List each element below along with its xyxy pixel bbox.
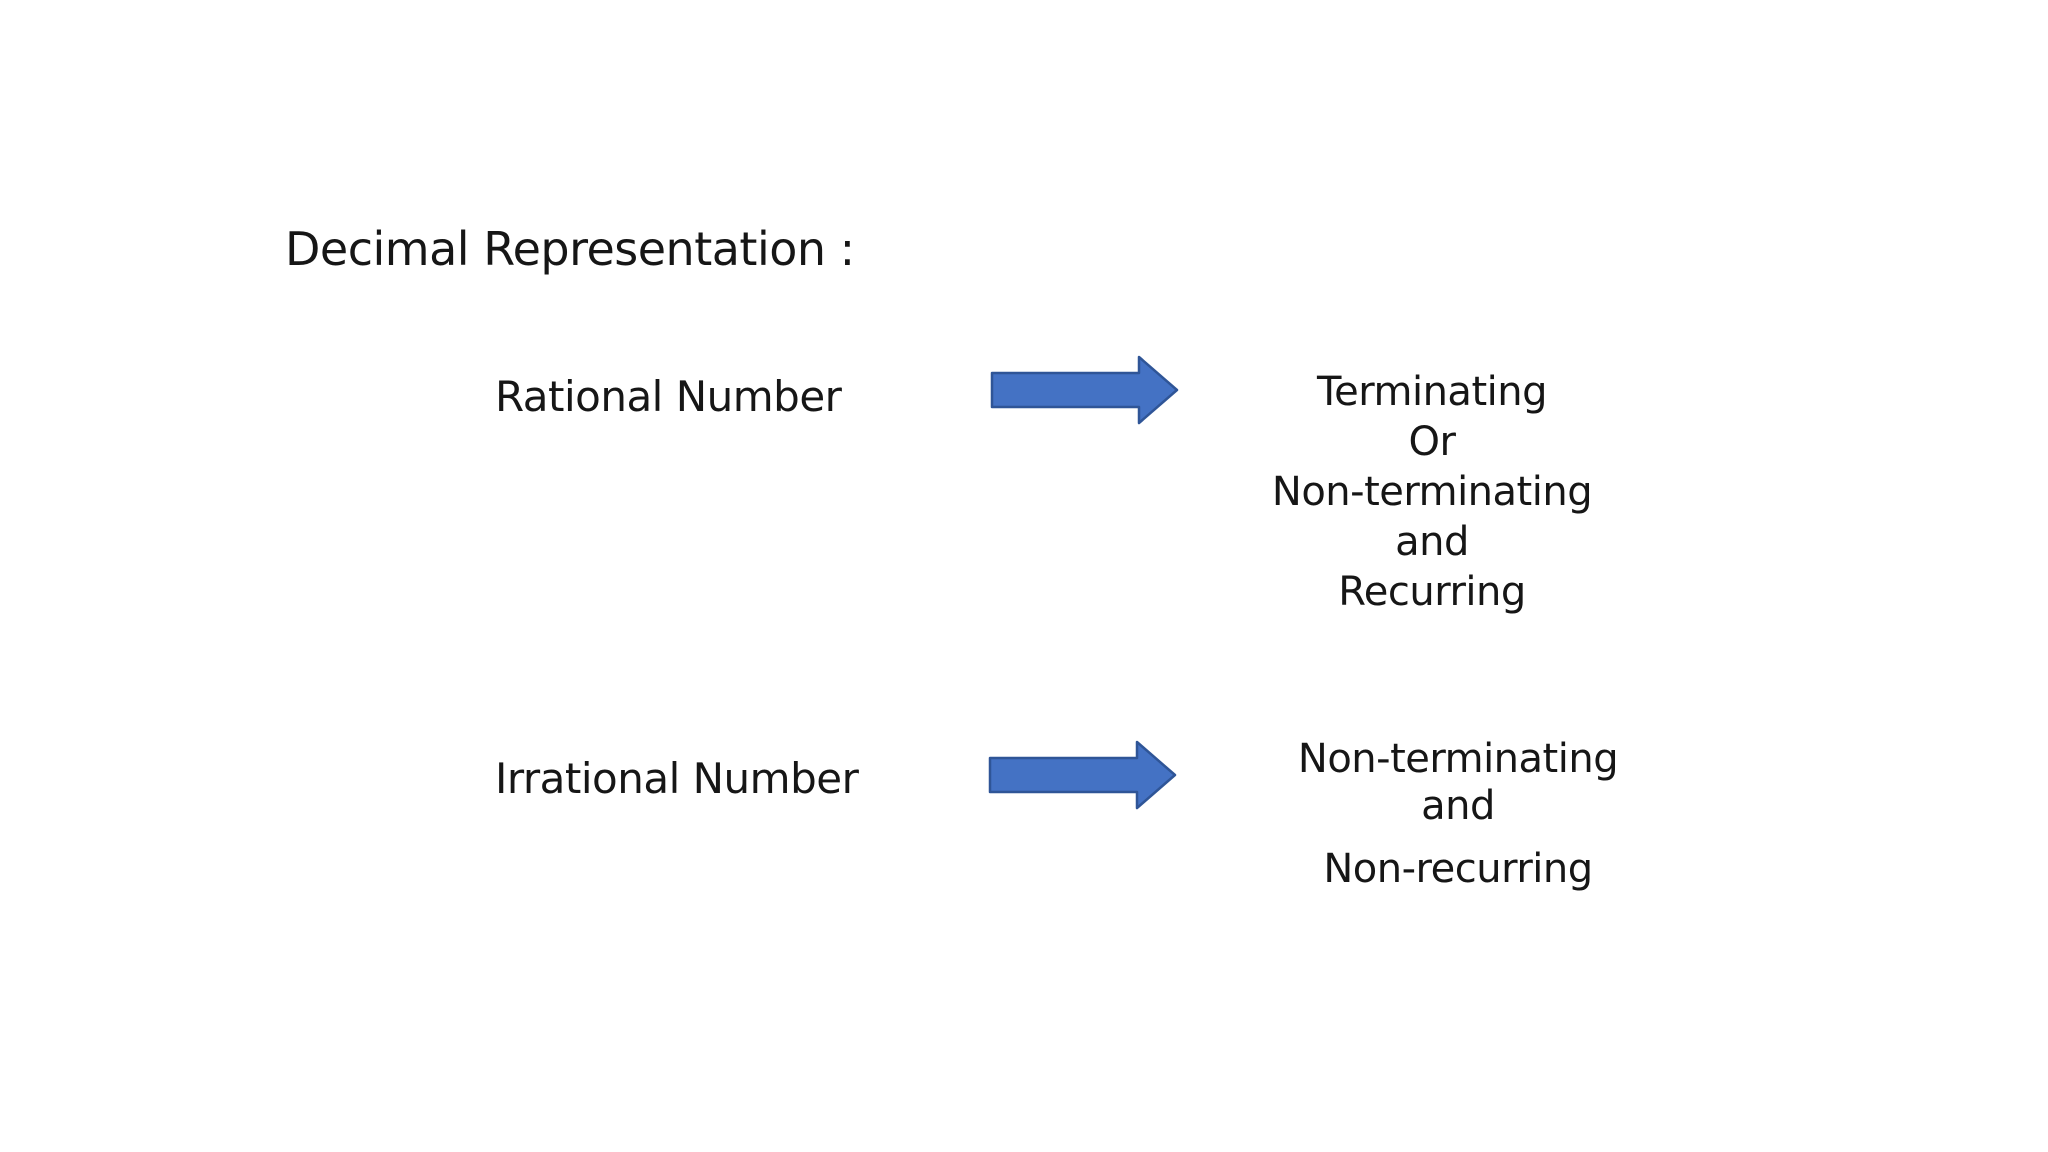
result-line: Or — [1408, 419, 1456, 465]
rational-number-label: Rational Number — [495, 372, 842, 421]
page-title: Decimal Representation : — [285, 222, 855, 276]
result-line: Recurring — [1338, 569, 1526, 615]
result-line: Terminating — [1317, 369, 1547, 415]
irrational-decimal-result: Non-terminating and Non-recurring — [1248, 736, 1668, 893]
result-line: and — [1421, 783, 1495, 829]
result-line: and — [1395, 519, 1469, 565]
right-arrow-icon — [988, 740, 1177, 810]
result-line: Non-recurring — [1323, 846, 1593, 892]
result-line: Non-terminating — [1297, 736, 1619, 782]
right-arrow-icon — [990, 355, 1179, 425]
result-line: Non-terminating — [1271, 469, 1593, 515]
rational-decimal-result: Terminating Or Non-terminating and Recur… — [1222, 367, 1642, 617]
irrational-number-label: Irrational Number — [495, 754, 859, 803]
